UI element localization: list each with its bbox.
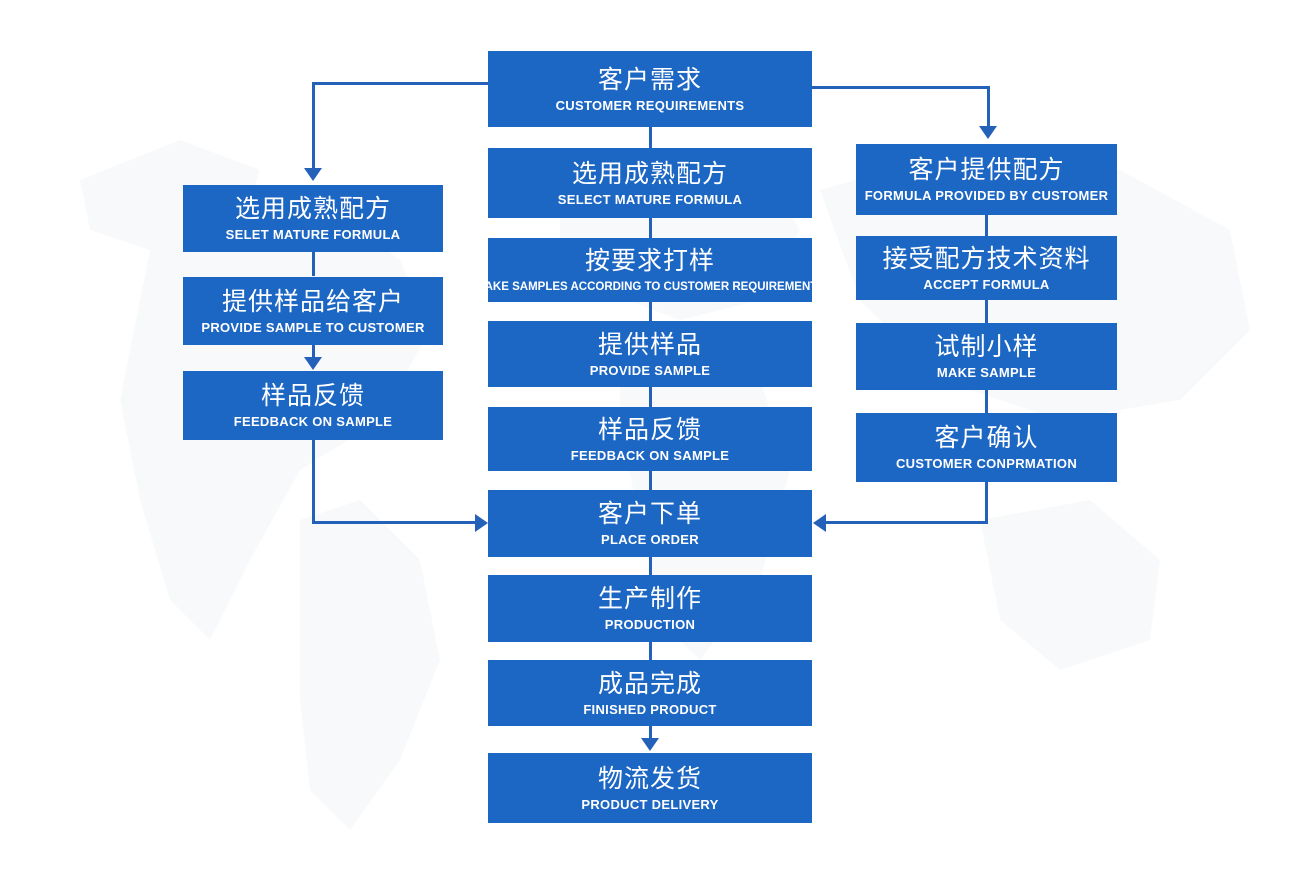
connector-right-to-order-horizontal bbox=[826, 521, 988, 524]
node-center-product-delivery[interactable]: 物流发货 PRODUCT DELIVERY bbox=[488, 753, 812, 823]
connector-left-to-order-vertical bbox=[312, 440, 315, 524]
node-title-cn: 客户确认 bbox=[934, 424, 1039, 452]
node-title-cn: 客户下单 bbox=[597, 500, 702, 528]
node-left-feedback-on-sample[interactable]: 样品反馈 FEEDBACK ON SAMPLE bbox=[183, 371, 443, 440]
node-title-en: MAKE SAMPLE bbox=[936, 365, 1037, 380]
arrow-left-2-to-3 bbox=[304, 357, 322, 370]
node-center-place-order[interactable]: 客户下单 PLACE ORDER bbox=[488, 490, 812, 557]
arrow-start-to-right bbox=[979, 126, 997, 139]
connector-right-1-to-2 bbox=[985, 215, 988, 237]
connector-left-1-to-2 bbox=[312, 252, 315, 276]
arrow-right-to-order bbox=[813, 514, 826, 532]
node-title-en: FEEDBACK ON SAMPLE bbox=[570, 447, 730, 463]
connector-center-3-to-4 bbox=[649, 387, 652, 407]
node-title-en: PROVIDE SAMPLE TO CUSTOMER bbox=[201, 319, 425, 335]
node-title-en: SELET MATURE FORMULA bbox=[225, 227, 401, 242]
node-title-en: PLACE ORDER bbox=[601, 532, 699, 547]
node-title-cn: 客户需求 bbox=[597, 65, 702, 94]
node-title-en: FINISHED PRODUCT bbox=[583, 701, 717, 717]
node-title-cn: 按要求打样 bbox=[584, 246, 715, 275]
node-center-feedback-on-sample[interactable]: 样品反馈 FEEDBACK ON SAMPLE bbox=[488, 407, 812, 471]
connector-left-to-order-horizontal bbox=[312, 521, 476, 524]
node-title-en: FORMULA PROVIDED BY CUSTOMER bbox=[864, 188, 1109, 203]
node-title-cn: 提供样品 bbox=[597, 330, 702, 359]
connector-right-to-order-vertical bbox=[985, 482, 988, 524]
node-title-cn: 成品完成 bbox=[597, 669, 702, 698]
node-left-select-mature-formula[interactable]: 选用成熟配方 SELET MATURE FORMULA bbox=[183, 185, 443, 252]
connector-center-7-to-8 bbox=[649, 726, 652, 743]
node-title-cn: 试制小样 bbox=[934, 333, 1039, 361]
arrow-left-to-order bbox=[475, 514, 488, 532]
connector-start-to-center bbox=[649, 127, 652, 148]
node-title-cn: 样品反馈 bbox=[597, 415, 702, 444]
connector-center-2-to-3 bbox=[649, 302, 652, 321]
node-customer-requirements[interactable]: 客户需求 CUSTOMER REQUIREMENTS bbox=[488, 51, 812, 127]
node-title-en: FEEDBACK ON SAMPLE bbox=[233, 414, 393, 429]
node-left-provide-sample-to-customer[interactable]: 提供样品给客户 PROVIDE SAMPLE TO CUSTOMER bbox=[183, 277, 443, 345]
connector-start-to-left-vertical bbox=[312, 82, 315, 168]
connector-start-to-right-vertical bbox=[987, 86, 990, 126]
connector-right-2-to-3 bbox=[985, 300, 988, 323]
node-title-en: PRODUCTION bbox=[604, 617, 696, 632]
node-title-cn: 客户提供配方 bbox=[908, 156, 1065, 184]
arrow-center-7-to-8 bbox=[641, 738, 659, 751]
connector-start-to-left-horizontal bbox=[313, 82, 491, 85]
connector-center-4-to-5 bbox=[649, 471, 652, 490]
connector-center-1-to-2 bbox=[649, 218, 652, 238]
node-title-en: PROVIDE SAMPLE bbox=[589, 362, 711, 378]
arrow-start-to-left bbox=[304, 168, 322, 181]
node-title-cn: 选用成熟配方 bbox=[234, 195, 391, 223]
node-center-production[interactable]: 生产制作 PRODUCTION bbox=[488, 575, 812, 642]
connector-left-2-to-3 bbox=[312, 345, 315, 363]
node-center-provide-sample[interactable]: 提供样品 PROVIDE SAMPLE bbox=[488, 321, 812, 387]
node-title-cn: 样品反馈 bbox=[260, 382, 365, 410]
node-right-customer-confirmation[interactable]: 客户确认 CUSTOMER CONPRMATION bbox=[856, 413, 1117, 482]
connector-center-5-to-6 bbox=[649, 557, 652, 575]
node-title-cn: 接受配方技术资料 bbox=[882, 244, 1091, 273]
connector-right-3-to-4 bbox=[985, 390, 988, 413]
node-right-make-sample[interactable]: 试制小样 MAKE SAMPLE bbox=[856, 323, 1117, 390]
node-right-accept-formula[interactable]: 接受配方技术资料 ACCEPT FORMULA bbox=[856, 236, 1117, 300]
node-center-finished-product[interactable]: 成品完成 FINISHED PRODUCT bbox=[488, 660, 812, 726]
node-title-cn: 选用成熟配方 bbox=[571, 159, 728, 188]
node-title-en: SELECT MATURE FORMULA bbox=[557, 191, 743, 207]
connector-center-6-to-7 bbox=[649, 642, 652, 660]
connector-start-to-right-horizontal bbox=[810, 86, 990, 89]
node-title-cn: 物流发货 bbox=[597, 764, 702, 793]
node-center-select-mature-formula[interactable]: 选用成熟配方 SELECT MATURE FORMULA bbox=[488, 148, 812, 218]
node-title-en: ACCEPT FORMULA bbox=[923, 276, 1050, 292]
node-right-formula-provided-by-customer[interactable]: 客户提供配方 FORMULA PROVIDED BY CUSTOMER bbox=[856, 144, 1117, 215]
node-title-en: MAKE SAMPLES ACCORDING TO CUSTOMER REQUI… bbox=[475, 280, 825, 293]
node-title-cn: 生产制作 bbox=[597, 585, 702, 613]
node-center-make-samples[interactable]: 按要求打样 MAKE SAMPLES ACCORDING TO CUSTOMER… bbox=[475, 238, 825, 302]
node-title-en: CUSTOMER REQUIREMENTS bbox=[555, 97, 745, 113]
node-title-en: CUSTOMER CONPRMATION bbox=[895, 456, 1078, 471]
node-title-cn: 提供样品给客户 bbox=[221, 287, 404, 316]
node-title-en: PRODUCT DELIVERY bbox=[581, 796, 719, 812]
